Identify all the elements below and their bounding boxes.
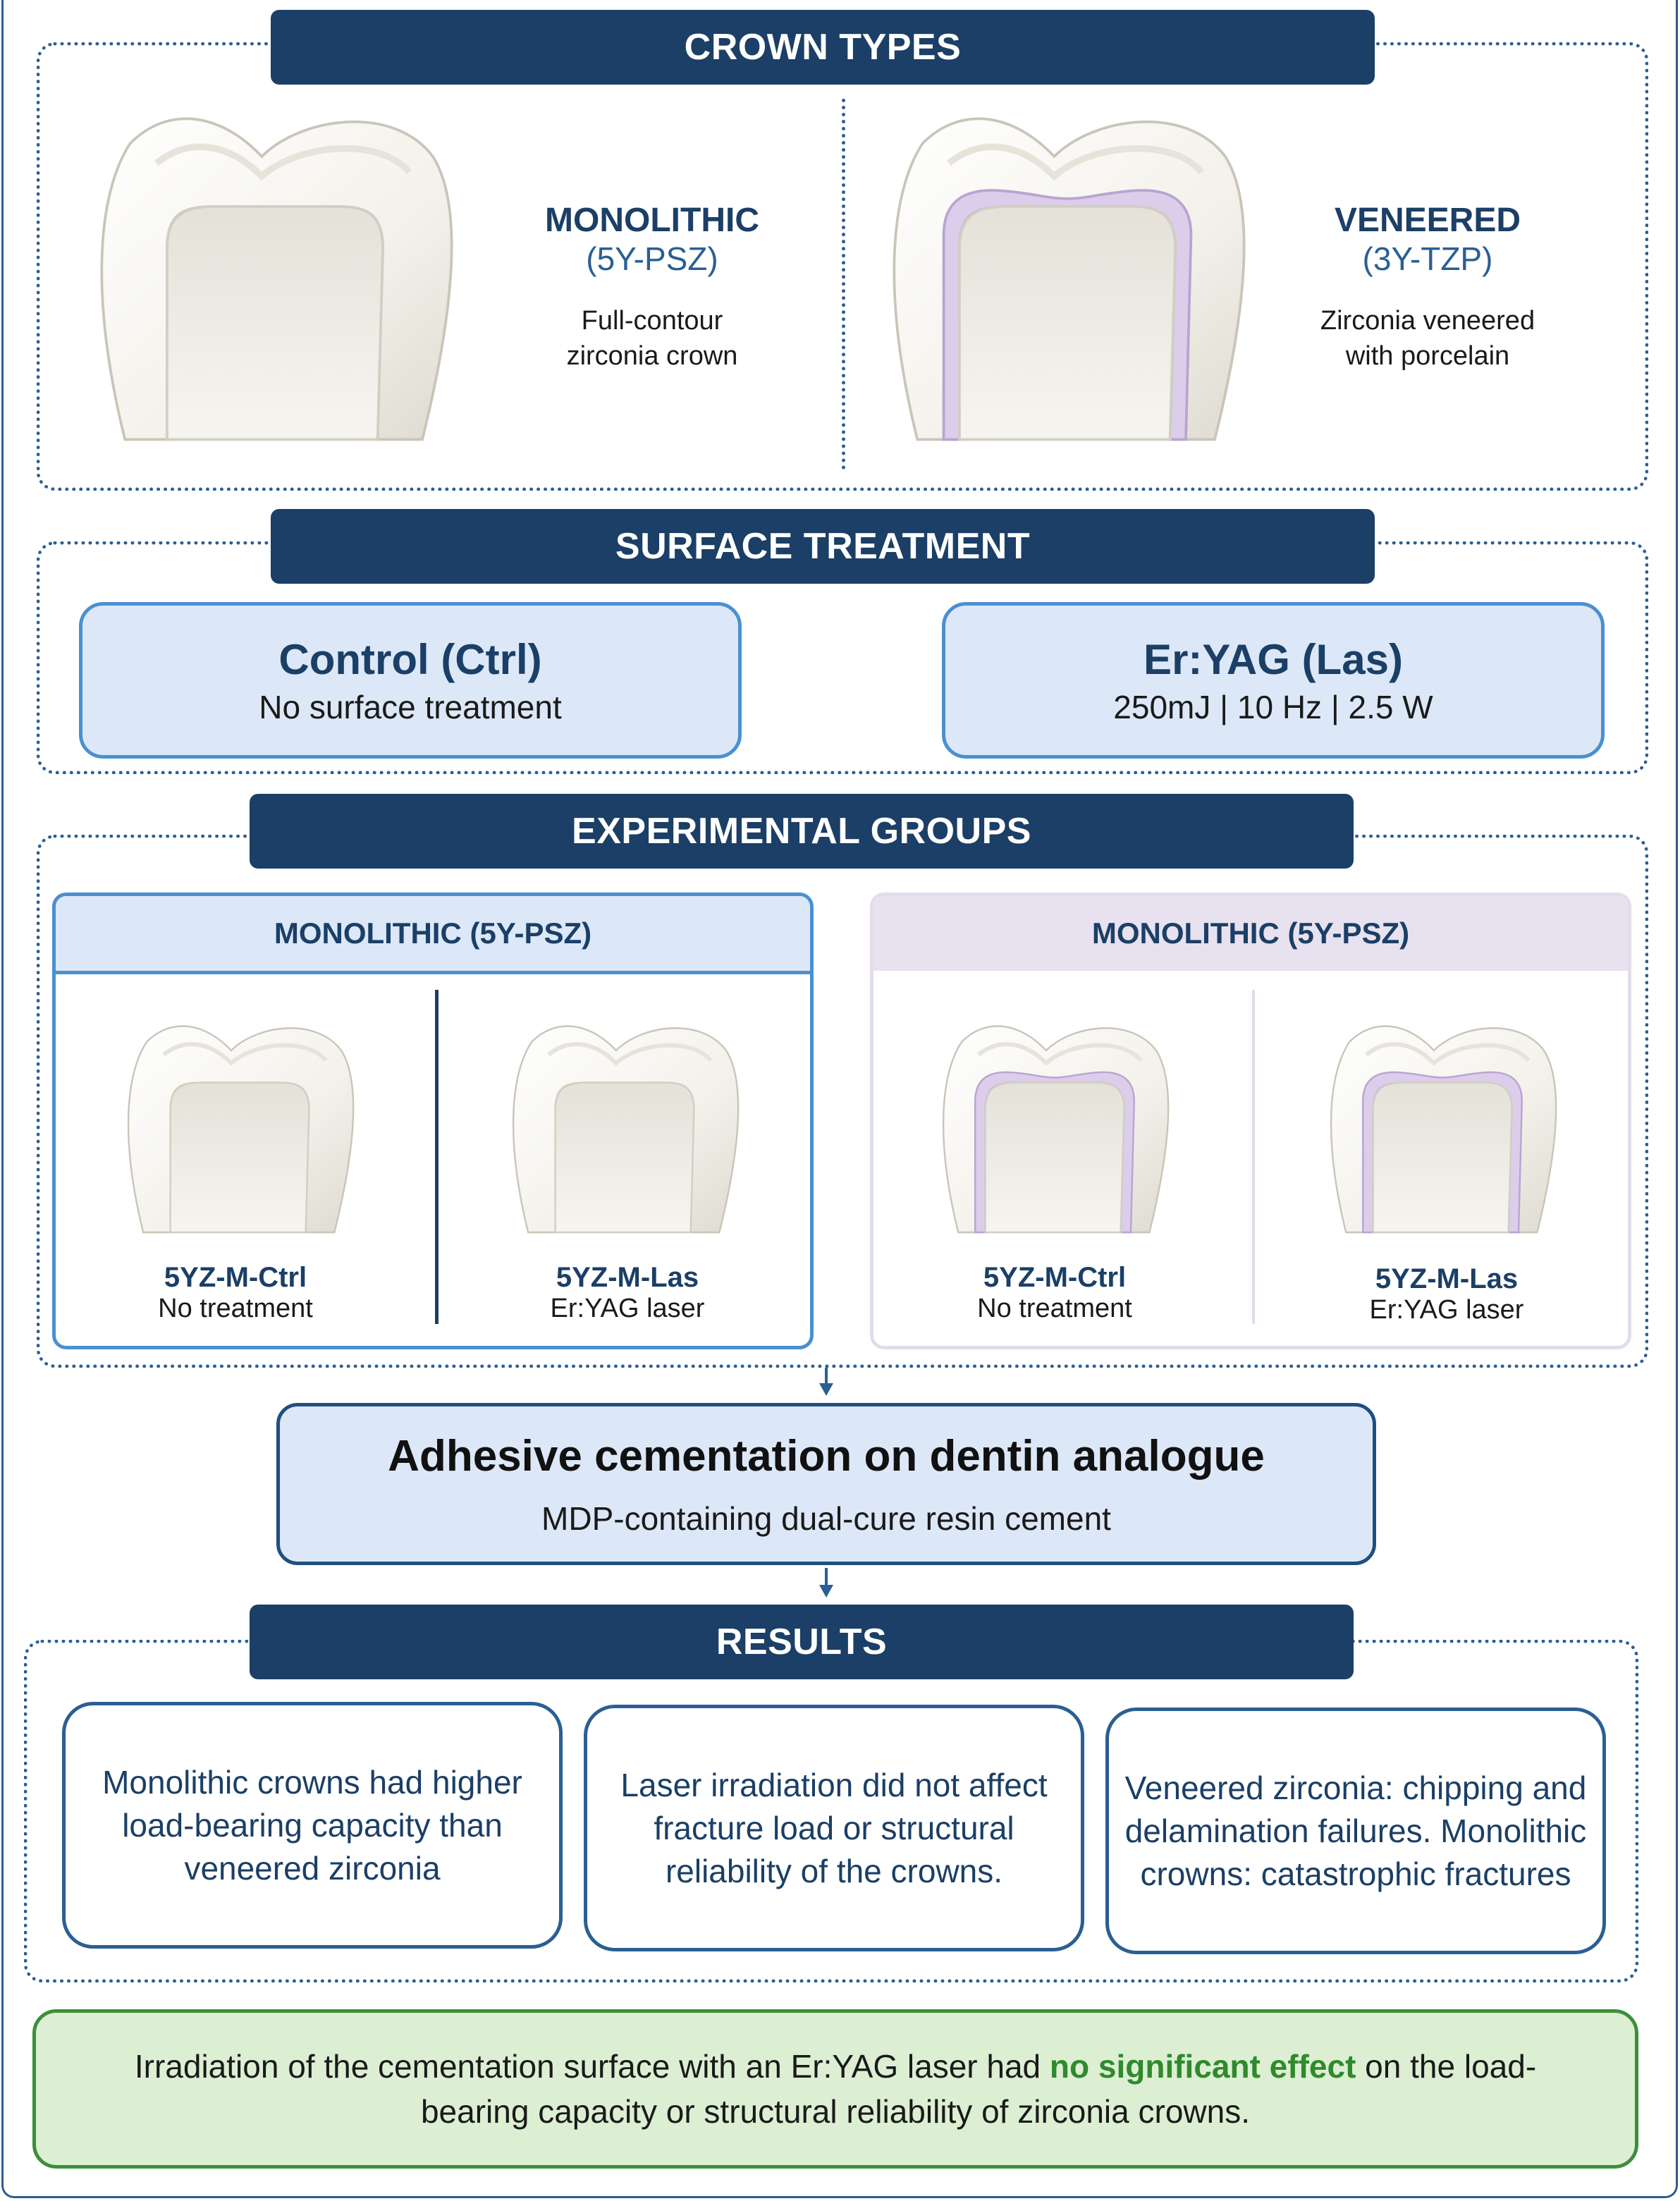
conclusion-text: Irradiation of the cementation surface w… <box>121 2044 1550 2134</box>
group-desc: Er:YAG laser <box>550 1294 705 1323</box>
control-desc: No surface treatment <box>259 688 562 725</box>
veneered-crown-icon <box>870 99 1265 451</box>
monolithic-title: MONOLITHIC <box>545 202 759 239</box>
group-desc: No treatment <box>158 1294 313 1323</box>
cementation-title: Adhesive cementation on dentin analogue <box>388 1431 1265 1480</box>
control-title: Control (Ctrl) <box>278 635 542 683</box>
control-box: Control (Ctrl) No surface treatment <box>79 602 742 759</box>
result-card: Laser irradiation did not affect fractur… <box>584 1705 1084 1951</box>
left-panel-title: MONOLITHIC (5Y-PSZ) <box>56 896 810 974</box>
crown-types-header: CROWN TYPES <box>271 10 1375 85</box>
monolithic-material: (5Y-PSZ) <box>586 240 718 277</box>
veneered-title: VENEERED <box>1334 202 1521 239</box>
down-arrow-icon <box>819 1368 833 1396</box>
crown-types-divider <box>842 99 845 470</box>
conclusion-highlight: no significant effect <box>1049 2048 1356 2085</box>
results-header: RESULTS <box>250 1605 1354 1679</box>
group-label: 5YZ-M-Las <box>1375 1263 1519 1294</box>
group-desc: Er:YAG laser <box>1369 1295 1524 1325</box>
laser-desc: 250mJ | 10 Hz | 2.5 W <box>1113 688 1433 725</box>
down-arrow-icon <box>819 1568 833 1598</box>
monolithic-desc-line2: zirconia crown <box>566 341 738 371</box>
result-card: Monolithic crowns had higher load-bearin… <box>62 1702 563 1949</box>
group-label: 5YZ-M-Ctrl <box>983 1262 1127 1293</box>
right-panel-title: MONOLITHIC (5Y-PSZ) <box>873 896 1628 971</box>
group-crown-icon <box>498 1000 752 1253</box>
group-desc: No treatment <box>977 1294 1132 1323</box>
cementation-desc: MDP-containing dual-cure resin cement <box>541 1500 1111 1537</box>
monolithic-desc-line1: Full-contour <box>581 306 723 336</box>
group-veneered-crown-icon <box>928 1000 1182 1253</box>
left-panel-divider <box>435 990 439 1324</box>
right-panel-divider <box>1252 990 1255 1324</box>
surface-treatment-header: SURFACE TREATMENT <box>271 509 1375 584</box>
conclusion-box: Irradiation of the cementation surface w… <box>32 2009 1638 2169</box>
laser-box: Er:YAG (Las) 250mJ | 10 Hz | 2.5 W <box>942 602 1605 759</box>
monolithic-crown-icon <box>78 99 472 451</box>
conclusion-part2: on the load-bearing capacity or structur… <box>420 2048 1537 2130</box>
veneered-desc-line2: with porcelain <box>1345 341 1510 371</box>
conclusion-part1: Irradiation of the cementation surface w… <box>134 2048 1050 2085</box>
result-card: Veneered zirconia: chipping and delamina… <box>1105 1708 1606 1954</box>
group-crown-icon <box>113 1000 367 1253</box>
experimental-groups-header: EXPERIMENTAL GROUPS <box>250 794 1354 869</box>
veneered-material: (3Y-TZP) <box>1362 240 1493 277</box>
veneered-desc-line1: Zirconia veneered <box>1320 306 1535 336</box>
group-label: 5YZ-M-Ctrl <box>164 1262 307 1293</box>
group-veneered-crown-icon <box>1316 1000 1569 1253</box>
laser-title: Er:YAG (Las) <box>1143 635 1403 683</box>
group-label: 5YZ-M-Las <box>556 1262 699 1293</box>
cementation-box: Adhesive cementation on dentin analogue … <box>276 1403 1376 1565</box>
